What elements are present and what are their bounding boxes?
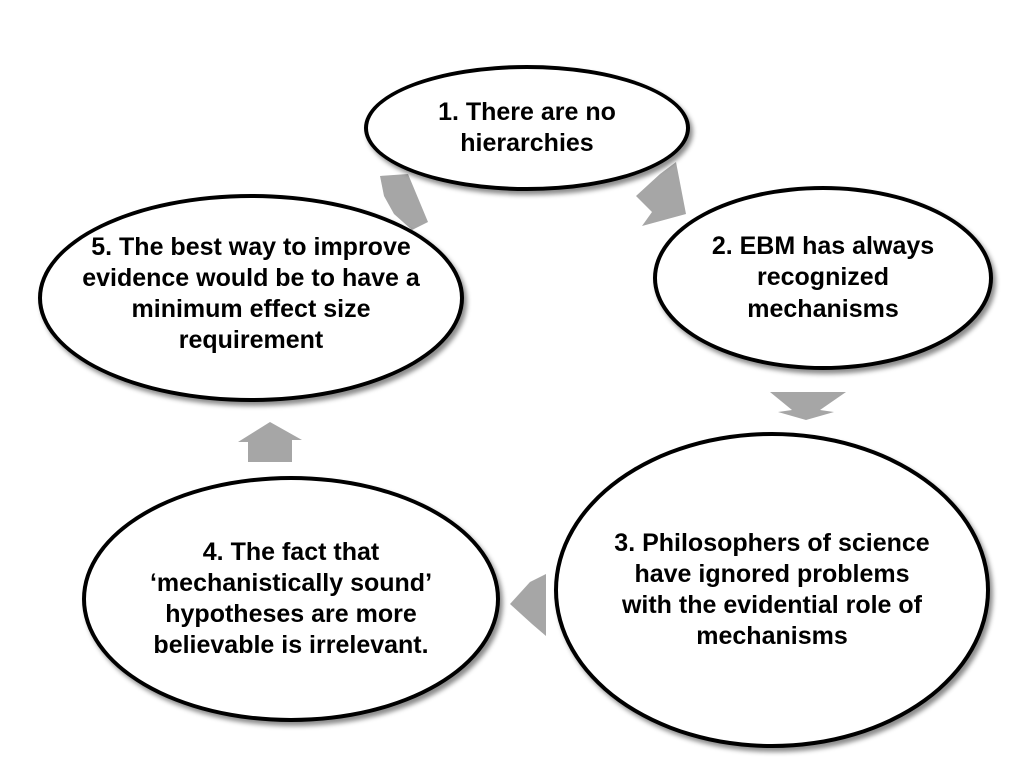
cycle-node-2-label: 2. EBM has always recognized mechanisms xyxy=(711,232,935,323)
cycle-node-1-label: 1. There are no hierarchies xyxy=(438,97,616,157)
cycle-node-3-label: 3. Philosophers of science have ignored … xyxy=(614,528,930,651)
cycle-node-4-label: 4. The fact that ‘mechanistically sound’… xyxy=(149,537,433,660)
cycle-node-5: 5. The best way to improve evidence woul… xyxy=(38,194,464,402)
cycle-node-3: 3. Philosophers of science have ignored … xyxy=(554,432,990,748)
cycle-node-1: 1. There are no hierarchies xyxy=(364,65,690,191)
cycle-node-2: 2. EBM has always recognized mechanisms xyxy=(653,186,993,370)
arrow-4-to-5 xyxy=(238,422,302,462)
arrow-1-to-2 xyxy=(636,162,686,226)
cycle-node-5-label: 5. The best way to improve evidence woul… xyxy=(82,232,420,355)
arrow-5-to-1 xyxy=(380,174,428,230)
arrow-2-to-3 xyxy=(770,392,846,420)
arrow-3-to-4 xyxy=(510,574,546,636)
cycle-node-4: 4. The fact that ‘mechanistically sound’… xyxy=(82,476,500,722)
